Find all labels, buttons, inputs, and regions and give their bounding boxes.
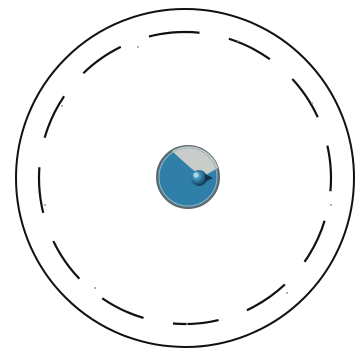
ball-icon <box>157 146 219 208</box>
knob <box>191 170 207 186</box>
